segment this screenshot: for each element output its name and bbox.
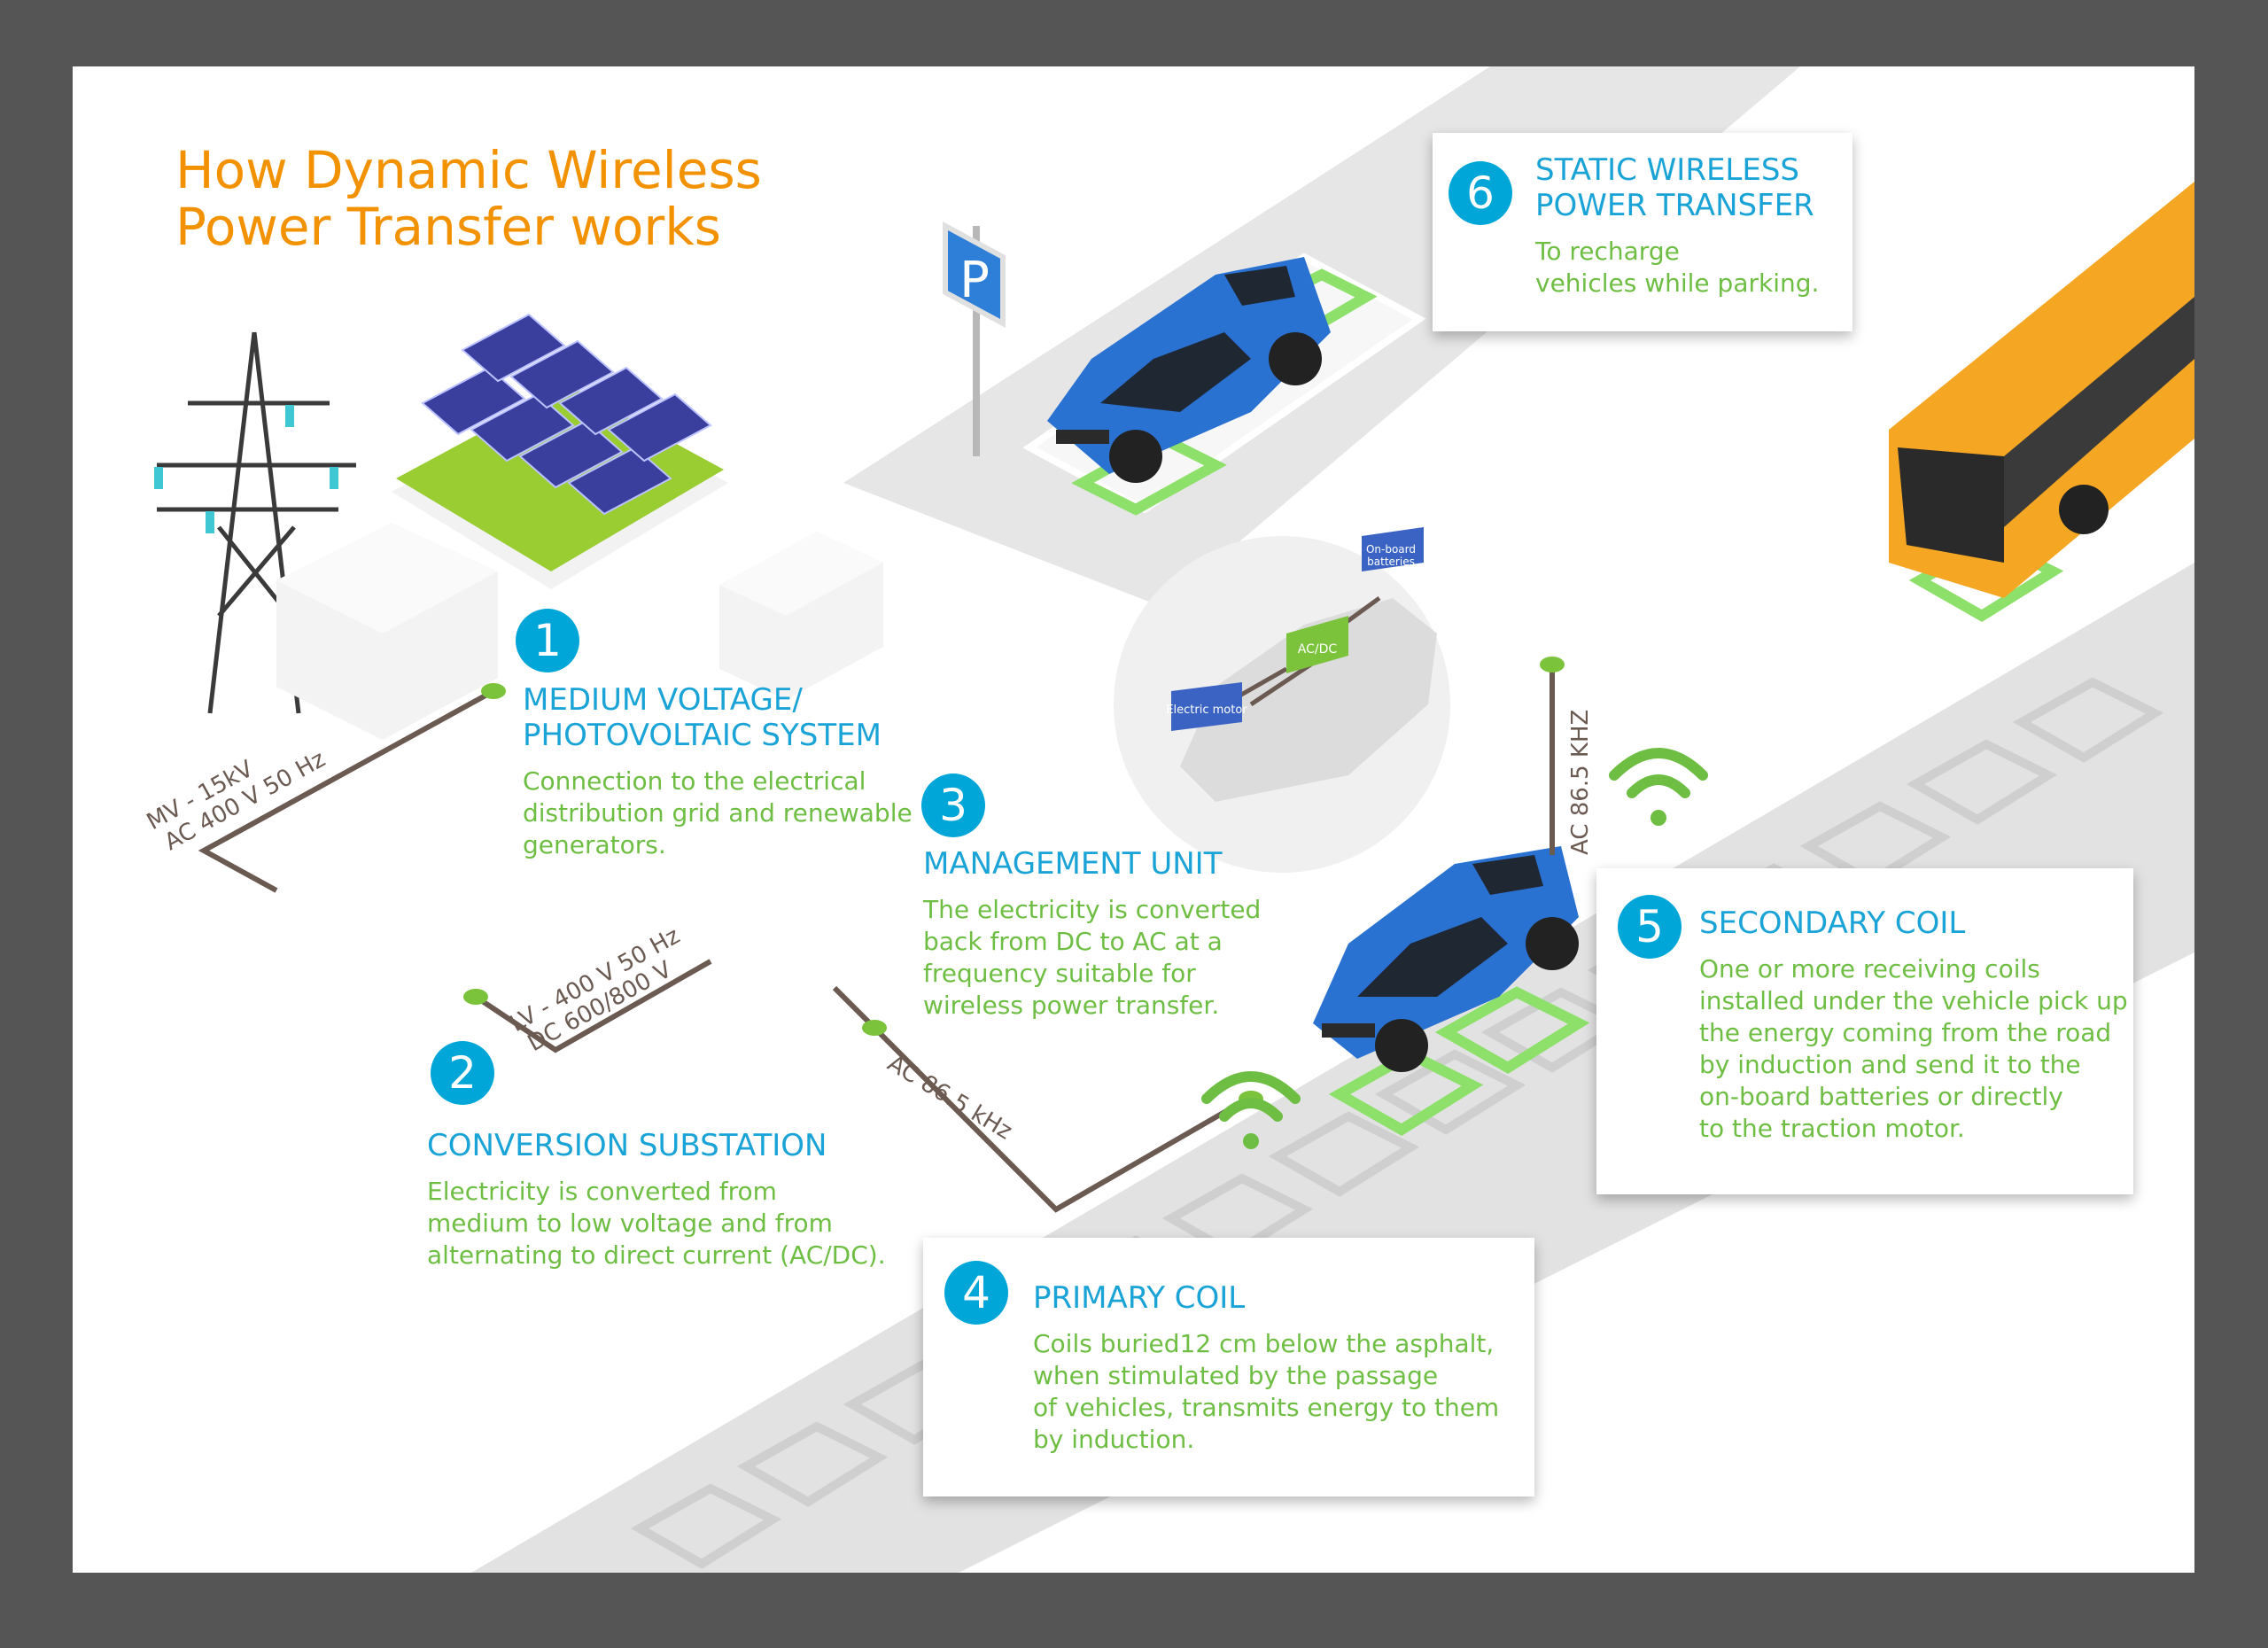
step-6-heading-2: POWER TRANSFER (1535, 188, 1814, 223)
step-6: STATIC WIRELESS POWER TRANSFER To rechar… (1535, 152, 1819, 299)
step-5-text-3: the energy coming from the road (1699, 1018, 2112, 1047)
step-2: CONVERSION SUBSTATION Electricity is con… (427, 1128, 886, 1271)
step-5: SECONDARY COIL One or more receiving coi… (1699, 906, 2128, 1145)
step-5-heading: SECONDARY COIL (1699, 906, 1966, 941)
step-1-heading-1: MEDIUM VOLTAGE/ (523, 682, 803, 718)
step-4-card: 4 PRIMARY COIL Coils buried12 cm below t… (923, 1238, 1534, 1496)
step-4-text-3: of vehicles, transmits energy to them (1033, 1393, 1500, 1422)
management-unit-box (719, 532, 883, 700)
step-5-text-4: by induction and send it to the (1699, 1050, 2081, 1079)
step-6-heading-1: STATIC WIRELESS (1535, 152, 1800, 188)
step-6-text-2: vehicles while parking. (1535, 268, 1820, 298)
step-2-text-3: alternating to direct current (AC/DC). (427, 1240, 886, 1270)
step-1-text-1: Connection to the electrical (523, 766, 866, 796)
step-1-text-2: distribution grid and renewable (523, 798, 913, 828)
step-4: PRIMARY COIL Coils buried12 cm below the… (1033, 1280, 1499, 1456)
step-2-text-1: Electricity is converted from (427, 1177, 777, 1206)
step-4-text-1: Coils buried12 cm below the asphalt, (1033, 1329, 1495, 1358)
step-5-text-5: on-board batteries or directly (1699, 1082, 2063, 1111)
step-1: MEDIUM VOLTAGE/ PHOTOVOLTAIC SYSTEM Conn… (523, 682, 913, 861)
step-1-heading-2: PHOTOVOLTAIC SYSTEM (523, 718, 882, 753)
acdc-converter-box: AC/DC (1286, 616, 1348, 673)
title-line-1: How Dynamic Wireless (175, 140, 762, 200)
road-car (1313, 846, 1579, 1072)
step-6-card: 6 STATIC WIRELESS POWER TRANSFER To rech… (1433, 133, 1852, 331)
insulators (154, 405, 338, 533)
electric-motor-box: Electric motor (1166, 682, 1247, 731)
step-3-text-3: frequency suitable for (923, 959, 1196, 988)
ac-vertical-label: AC 86.5 KHZ (1567, 710, 1594, 855)
car-silhouette (1180, 598, 1437, 802)
solar-farm (392, 313, 728, 589)
step-6-text-1: To recharge (1535, 237, 1680, 266)
parking-sign (943, 221, 1006, 329)
step-4-text-2: when stimulated by the passage (1033, 1361, 1439, 1390)
step-3-text-1: The electricity is converted (923, 895, 1262, 924)
step-3: MANAGEMENT UNIT The electricity is conve… (923, 846, 1261, 1022)
step-3-text-4: wireless power transfer. (923, 991, 1220, 1020)
bus (1889, 182, 2194, 598)
step-4-text-4: by induction. (1033, 1425, 1195, 1454)
step-4-badge: 4 (944, 1261, 1008, 1325)
step-2-badge: 2 (431, 1041, 494, 1105)
step-5-text-1: One or more receiving coils (1699, 954, 2040, 983)
page-title: How Dynamic Wireless Power Transfer work… (175, 142, 762, 255)
parked-car (1047, 257, 1331, 483)
step-3-badge: 3 (921, 773, 985, 837)
step-3-heading: MANAGEMENT UNIT (923, 846, 1223, 882)
infographic-frame: P On-board batteries AC/DC Electric moto… (73, 66, 2194, 1573)
svg-text:Electric motor: Electric motor (1166, 704, 1247, 717)
substation-box (276, 523, 498, 740)
svg-text:AC/DC: AC/DC (1298, 642, 1338, 657)
step-6-badge: 6 (1449, 161, 1512, 225)
step-4-heading: PRIMARY COIL (1033, 1280, 1246, 1316)
svg-text:On-board: On-board (1366, 543, 1416, 556)
wires (198, 669, 1555, 1213)
step-5-badge: 5 (1618, 895, 1682, 959)
step-1-text-3: generators. (523, 830, 666, 859)
scene-illustration: P On-board batteries AC/DC Electric moto… (143, 66, 2194, 1573)
step-3-text-2: back from DC to AC at a (923, 927, 1223, 956)
ac-road-label: AC 86.5 kHz (882, 1050, 1016, 1145)
wifi-icon-vehicle (1609, 748, 1708, 826)
step-5-text-2: installed under the vehicle pick up (1699, 986, 2128, 1015)
step-5-text-6: to the traction motor. (1699, 1114, 1965, 1143)
parking-sign-letter: P (959, 252, 990, 309)
onboard-batteries-box: On-board batteries (1362, 527, 1424, 571)
wifi-icon-road (1201, 1071, 1301, 1149)
step-5-card: 5 SECONDARY COIL One or more receiving c… (1596, 868, 2133, 1194)
step-2-heading: CONVERSION SUBSTATION (427, 1128, 827, 1163)
main-road (471, 563, 2194, 1573)
step-2-text-2: medium to low voltage and from (427, 1209, 833, 1238)
title-line-2: Power Transfer works (175, 197, 722, 257)
step-1-badge: 1 (516, 609, 579, 672)
svg-text:batteries: batteries (1367, 556, 1415, 568)
